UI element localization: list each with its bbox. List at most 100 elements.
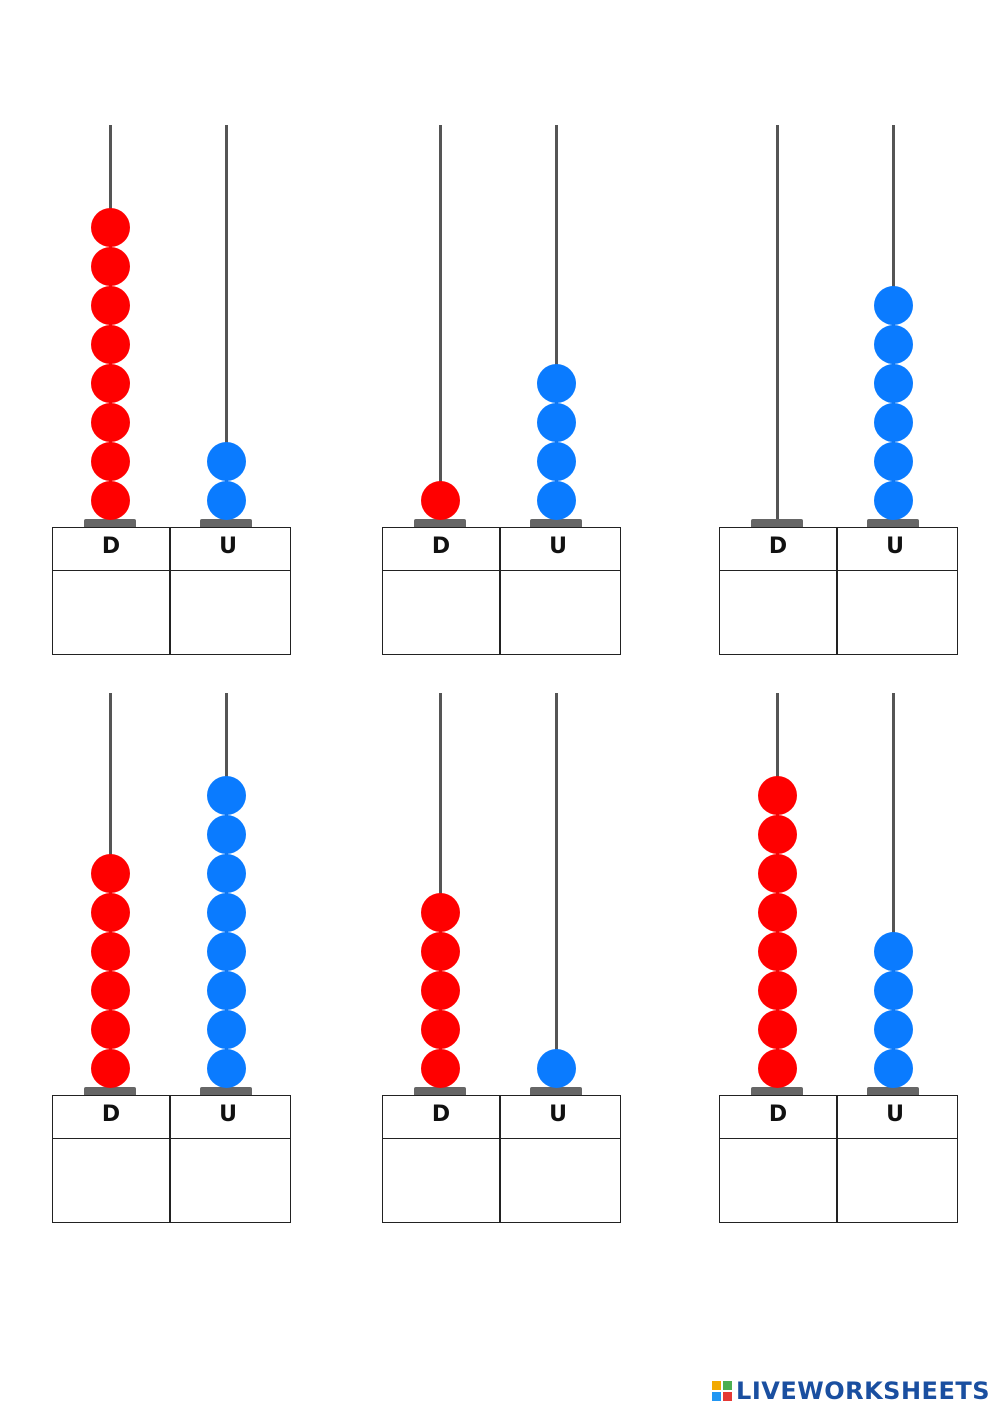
tens-rod-base xyxy=(414,519,466,527)
tens-answer-box[interactable] xyxy=(53,1139,169,1222)
units-bead xyxy=(206,481,246,520)
units-rod xyxy=(891,693,895,1091)
tens-label: D xyxy=(768,1102,788,1127)
units-label: U xyxy=(549,534,567,559)
units-bead xyxy=(206,893,246,932)
units-bead xyxy=(206,854,246,893)
units-rod-base xyxy=(530,1087,582,1095)
units-bead xyxy=(206,932,246,971)
tens-rod-base xyxy=(84,519,136,527)
tens-bead xyxy=(757,893,797,932)
table-header-row xyxy=(383,1096,620,1139)
tens-bead xyxy=(90,247,130,286)
tens-bead xyxy=(90,364,130,403)
table-divider xyxy=(836,528,838,654)
units-answer-box[interactable] xyxy=(170,1139,286,1222)
tens-label: D xyxy=(101,534,121,559)
units-bead xyxy=(206,1010,246,1049)
tens-bead xyxy=(90,481,130,520)
tens-bead xyxy=(420,1010,460,1049)
brand-name: LIVEWORKSHEETS xyxy=(736,1377,990,1405)
table-header-row xyxy=(383,528,620,571)
table-divider xyxy=(836,1096,838,1222)
tens-bead xyxy=(90,325,130,364)
tens-bead xyxy=(90,893,130,932)
tens-label: D xyxy=(431,534,451,559)
tens-rod-base xyxy=(84,1087,136,1095)
units-answer-box[interactable] xyxy=(500,1139,616,1222)
units-bead xyxy=(873,481,913,520)
tens-bead xyxy=(757,932,797,971)
tens-answer-box[interactable] xyxy=(720,1139,836,1222)
tens-bead xyxy=(757,776,797,815)
tens-bead xyxy=(757,971,797,1010)
units-answer-box[interactable] xyxy=(837,571,953,654)
units-bead xyxy=(873,403,913,442)
tens-answer-box[interactable] xyxy=(383,571,499,654)
units-label: U xyxy=(886,1102,904,1127)
tens-bead xyxy=(90,208,130,247)
units-bead xyxy=(206,442,246,481)
tens-answer-box[interactable] xyxy=(383,1139,499,1222)
units-rod-base xyxy=(530,519,582,527)
units-answer-box[interactable] xyxy=(170,571,286,654)
tens-bead xyxy=(420,932,460,971)
units-bead xyxy=(873,286,913,325)
tens-answer-box[interactable] xyxy=(720,571,836,654)
units-answer-box[interactable] xyxy=(837,1139,953,1222)
units-label: U xyxy=(219,534,237,559)
tens-rod-base xyxy=(751,519,803,527)
units-bead xyxy=(536,403,576,442)
tens-bead xyxy=(90,286,130,325)
tens-bead xyxy=(90,1049,130,1088)
units-rod-base xyxy=(867,1087,919,1095)
tens-bead xyxy=(757,1010,797,1049)
units-bead xyxy=(873,364,913,403)
units-bead xyxy=(873,325,913,364)
tens-bead xyxy=(90,932,130,971)
units-bead xyxy=(206,815,246,854)
units-rod xyxy=(554,125,558,523)
units-bead xyxy=(536,481,576,520)
tens-bead xyxy=(420,481,460,520)
tens-bead xyxy=(757,854,797,893)
units-bead xyxy=(873,971,913,1010)
units-rod xyxy=(224,125,228,523)
tens-bead xyxy=(757,815,797,854)
units-label: U xyxy=(886,534,904,559)
units-bead xyxy=(873,1049,913,1088)
units-label: U xyxy=(219,1102,237,1127)
units-bead xyxy=(206,776,246,815)
units-rod-base xyxy=(867,519,919,527)
tens-rod xyxy=(775,125,779,523)
table-divider xyxy=(169,1096,171,1222)
tens-answer-box[interactable] xyxy=(53,571,169,654)
tens-bead xyxy=(90,1010,130,1049)
tens-bead xyxy=(90,403,130,442)
tens-rod-base xyxy=(751,1087,803,1095)
units-answer-box[interactable] xyxy=(500,571,616,654)
units-bead xyxy=(873,442,913,481)
table-header-row xyxy=(720,528,957,571)
table-header-row xyxy=(720,1096,957,1139)
brand-footer: LIVEWORKSHEETS xyxy=(712,1375,990,1407)
units-bead xyxy=(536,364,576,403)
units-rod-base xyxy=(200,519,252,527)
units-bead xyxy=(206,971,246,1010)
tens-bead xyxy=(90,971,130,1010)
tens-bead xyxy=(420,893,460,932)
units-bead xyxy=(536,442,576,481)
tens-rod xyxy=(438,693,442,1091)
table-divider xyxy=(499,528,501,654)
tens-bead xyxy=(420,971,460,1010)
table-divider xyxy=(499,1096,501,1222)
